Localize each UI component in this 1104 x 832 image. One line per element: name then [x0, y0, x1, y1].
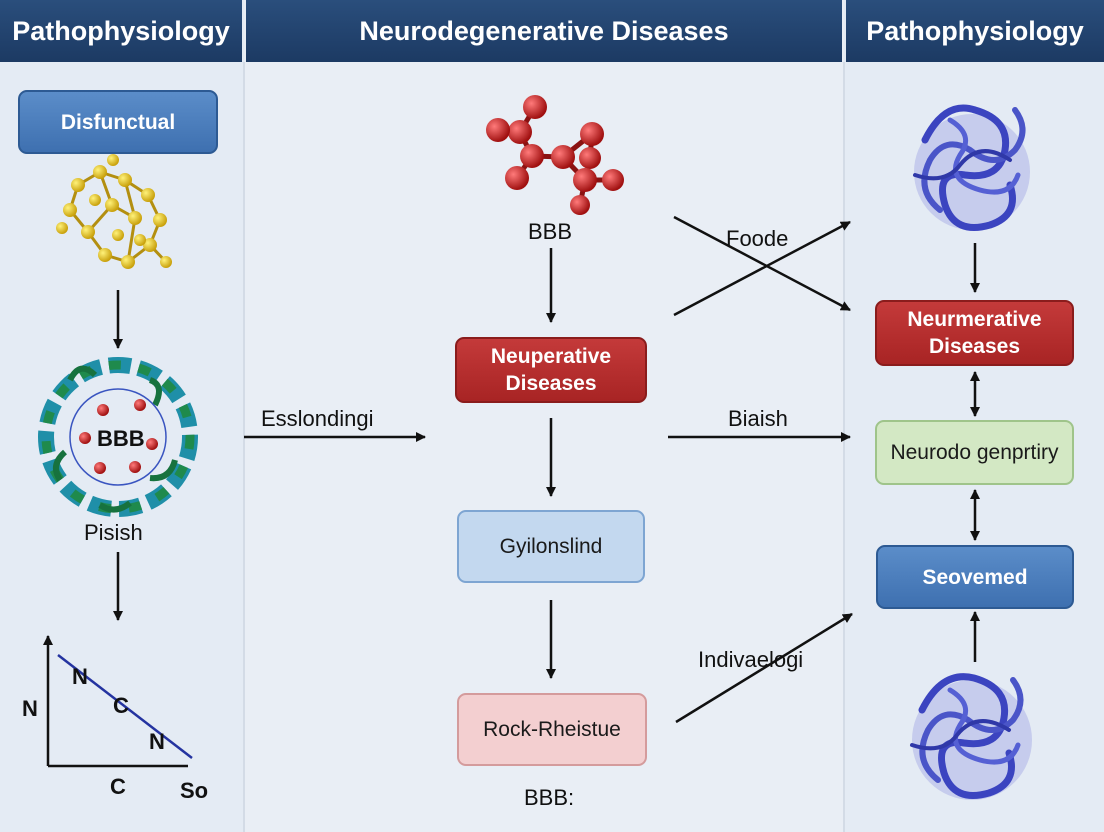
arrow-indivaelogi: [675, 612, 853, 724]
disfunctual-text: Disfunctual: [60, 110, 176, 134]
biaish-label: Biaish: [728, 406, 788, 431]
neuperative-diseases-box: Neuperative Diseases: [455, 337, 647, 403]
header-middle: Neurodegenerative Diseases: [246, 0, 842, 62]
gyilonslind-box: Gyilonslind: [457, 510, 645, 583]
header-left: Pathophysiology: [0, 0, 242, 62]
seovemed-box: Seovemed: [876, 545, 1074, 609]
protein-bottom-icon: [910, 673, 1032, 800]
bottom-bbb-label: BBB:: [524, 785, 575, 810]
header-right: Pathophysiology: [846, 0, 1104, 62]
seovemed-text: Seovemed: [922, 565, 1028, 589]
foode-label: Foode: [726, 226, 789, 251]
graph-line-label-n2: N: [149, 729, 165, 754]
ring-bbb-label: BBB: [97, 426, 145, 451]
arrow-cross-down: [673, 215, 851, 312]
neurmerative-diseases-text: Neurmerative Diseases: [907, 308, 1042, 358]
gyilonslind-text: Gyilonslind: [499, 535, 603, 558]
protein-ring-icon: [38, 357, 198, 517]
graph-x-end-label: So: [180, 778, 209, 803]
graph-y-axis-label: N: [22, 696, 38, 721]
neurodo-genprtiry-box: Neurodo genprtiry: [875, 420, 1074, 485]
header-right-text: Pathophysiology: [866, 15, 1084, 46]
header-left-text: Pathophysiology: [12, 15, 230, 46]
header-middle-text: Neurodegenerative Diseases: [359, 15, 729, 46]
graph-x-axis-label: C: [110, 774, 126, 799]
yellow-molecule-icon: [56, 154, 172, 269]
neuperative-diseases-text: Neuperative Diseases: [490, 345, 612, 395]
disfunctual-box: Disfunctual: [18, 90, 218, 154]
graph-line-label-n1: N: [72, 664, 88, 689]
arrow-cross-up: [673, 220, 851, 317]
indivaelogi-label: Indivaelogi: [698, 647, 804, 672]
protein-top-icon: [913, 104, 1030, 231]
pisish-label: Pisish: [84, 520, 143, 545]
neurmerative-diseases-box: Neurmerative Diseases: [875, 300, 1074, 366]
molecule-bbb-label: BBB: [528, 219, 573, 244]
rock-rheistue-text: Rock-Rheistue: [483, 718, 621, 741]
nc-graph: [43, 635, 193, 768]
column-divider-left: [243, 62, 245, 832]
column-divider-right: [843, 62, 845, 832]
esslondingi-label: Esslondingi: [261, 406, 374, 431]
red-molecule-icon: [486, 95, 624, 215]
neurodo-genprtiry-text: Neurodo genprtiry: [890, 441, 1059, 464]
graph-line-label-c: C: [113, 693, 129, 718]
rock-rheistue-box: Rock-Rheistue: [457, 693, 647, 766]
